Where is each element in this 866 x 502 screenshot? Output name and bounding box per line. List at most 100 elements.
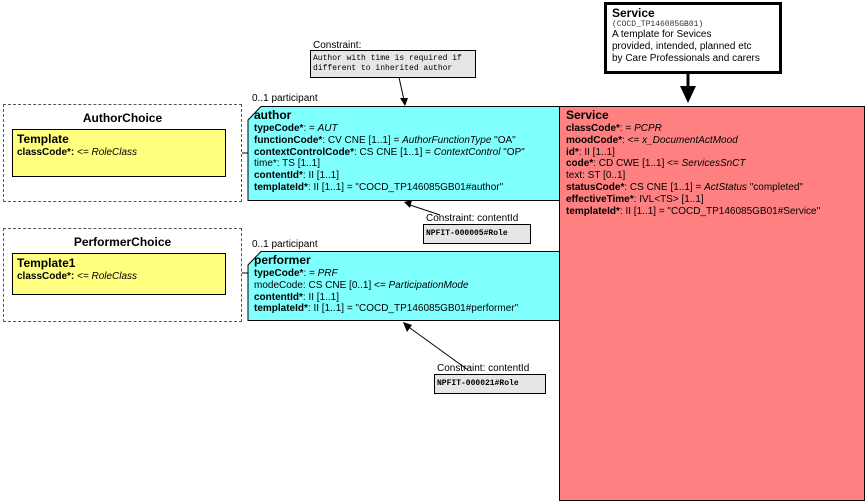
performer-attr-type: : II [1..1] (302, 291, 340, 303)
author-attr-type: : CV CNE [1..1] = (322, 134, 403, 146)
performer-multiplicity: 0..1 participant (252, 239, 318, 250)
performer-attr-type: : = (303, 268, 318, 279)
author-template-box: Template classCode*: <= RoleClass (12, 129, 226, 177)
performer-contentid-code: NPFIT-000021#Role (437, 379, 519, 388)
performer-attr-3: templateId*: II [1..1] = "COCD_TP146085G… (254, 303, 518, 315)
service-header-arrow-head (680, 86, 696, 103)
author-attr-key: functionCode* (254, 134, 323, 146)
author-attr-key: contentId* (254, 170, 303, 182)
author-choice-title: AuthorChoice (82, 111, 163, 125)
service-header-code: (COCD_TP146085GB01) (612, 20, 704, 29)
author-constraint-label: Constraint: (313, 40, 362, 51)
performer-attr-1: modeCode: CS CNE [0..1] <= Participation… (254, 280, 518, 292)
performer-attr-0: typeCode*: = PRF (254, 268, 518, 280)
author-attr-type: : = (303, 123, 318, 134)
author-contentid-arrow-head (404, 200, 412, 208)
author-attr-4: contentId*: II [1..1] (254, 170, 525, 182)
service-attr-vocab: x_DocumentActMood (642, 134, 738, 146)
service-attr-5: statusCode*: CS CNE [1..1] = ActStatus "… (566, 182, 820, 194)
author-constraint-text-2: different to inherited author (313, 64, 453, 73)
service-class-name: Service (566, 108, 609, 122)
performer-attr-key: templateId* (254, 303, 308, 315)
author-attr-vocab: ContextControl (433, 146, 501, 158)
author-attr-2: contextControlCode*: CS CNE [1..1] = Con… (254, 147, 525, 159)
service-attr-7: templateId*: II [1..1] = "COCD_TP146085G… (566, 206, 820, 218)
service-attr-3: code*: CD CWE [1..1] <= ServicesSnCT (566, 158, 820, 170)
service-attr-type: : CD CWE [1..1] <= (593, 158, 682, 170)
author-constraint-text-1: Author with time is required if (313, 54, 462, 63)
performer-template-box: Template1 classCode*: <= RoleClass (12, 253, 226, 295)
service-attr-key: statusCode* (566, 181, 625, 193)
service-attr-key: classCode* (566, 123, 620, 134)
author-attr-vocab: AuthorFunctionType (402, 134, 492, 146)
service-attr-type: : <= (622, 134, 643, 146)
service-header-box: Service (COCD_TP146085GB01) A template f… (604, 2, 782, 74)
author-attr-1: functionCode*: CV CNE [1..1] = AuthorFun… (254, 135, 525, 147)
author-attr-0: typeCode*: = AUT (254, 123, 525, 135)
service-attr-vocab: ActStatus (704, 181, 747, 193)
service-attr-1: moodCode*: <= x_DocumentActMood (566, 135, 820, 147)
author-multiplicity: 0..1 participant (252, 93, 318, 104)
service-attr-vocab: ServicesSnCT (681, 158, 746, 170)
author-contentid-code: NPFIT-000005#Role (426, 229, 508, 238)
performer-attr-key: contentId* (254, 291, 303, 303)
service-attr-vocab: PCPR (634, 123, 662, 134)
author-attr-type: : II [1..1] = "COCD_TP146085GB01#author" (307, 181, 504, 193)
performer-attr-type: : CS CNE [0..1] <= (302, 279, 389, 291)
author-contentid-arrow-line (409, 204, 441, 216)
service-attr-key: moodCode* (566, 134, 623, 146)
service-attr-key: text (566, 170, 583, 182)
author-attr-key: templateId* (254, 181, 308, 193)
author-attr-key: contextControlCode* (254, 146, 354, 158)
service-header-title: Service (612, 6, 655, 20)
service-attr-type: : II [1..1] (578, 146, 615, 158)
performer-choice-box: PerformerChoice Template1 classCode*: <=… (3, 228, 242, 322)
service-attr-2: id*: II [1..1] (566, 147, 820, 159)
service-attr-key: effectiveTime* (566, 193, 634, 205)
author-constraint-note: Constraint: Author with time is required… (310, 40, 476, 78)
author-attr-suffix: "OP" (500, 146, 525, 158)
performer-attr-vocab: ParticipationMode (388, 279, 469, 291)
performer-choice-title: PerformerChoice (73, 235, 172, 249)
author-template-attr: classCode*: <= RoleClass (17, 147, 138, 158)
service-attr-type: : = (619, 123, 635, 134)
service-attr-key: id* (566, 146, 579, 158)
performer-contentid-label: Constraint: contentId (437, 363, 530, 374)
performer-contentid-arrow-line (409, 327, 469, 371)
performer-contentid-arrow-head (403, 322, 412, 332)
service-attr-type: : II [1..1] = "COCD_TP146085GB01#Service… (619, 205, 821, 217)
performer-template-name: Template1 (17, 256, 76, 270)
service-attr-key: templateId* (566, 205, 620, 217)
author-attr-type: : II [1..1] (302, 170, 340, 182)
author-class-name: author (254, 108, 292, 122)
service-attr-0: classCode*: = PCPR (566, 123, 820, 135)
author-contentid-label: Constraint: contentId (426, 213, 519, 224)
performer-attr-key: typeCode* (254, 268, 304, 279)
author-attr-key: typeCode* (254, 123, 304, 134)
author-attr-vocab: AUT (317, 123, 338, 134)
performer-template-attr: classCode*: <= RoleClass (17, 271, 138, 282)
author-contentid-note: Constraint: contentId NPFIT-000005#Role (423, 213, 531, 244)
service-header-desc-3: by Care Professionals and carers (612, 53, 760, 64)
service-attr-type: : CS CNE [1..1] = (624, 181, 705, 193)
service-attr-suffix: "completed" (746, 181, 803, 193)
author-attr-type: : CS CNE [1..1] = (354, 146, 434, 158)
service-attr-type: : IVL<TS> [1..1] (633, 193, 704, 205)
performer-attr-type: : II [1..1] = "COCD_TP146085GB01#perform… (307, 303, 519, 315)
performer-box (247, 251, 560, 321)
service-attr-4: text: ST [0..1] (566, 170, 820, 182)
author-attr-key: time* (254, 158, 277, 170)
author-constraint-arrow-head (400, 98, 408, 106)
author-template-name: Template (17, 132, 69, 146)
performer-class-name: performer (254, 253, 311, 267)
service-attr-key: code* (566, 158, 594, 170)
performer-attr-2: contentId*: II [1..1] (254, 292, 518, 304)
performer-contentid-note: Constraint: contentId NPFIT-000021#Role (434, 363, 546, 394)
